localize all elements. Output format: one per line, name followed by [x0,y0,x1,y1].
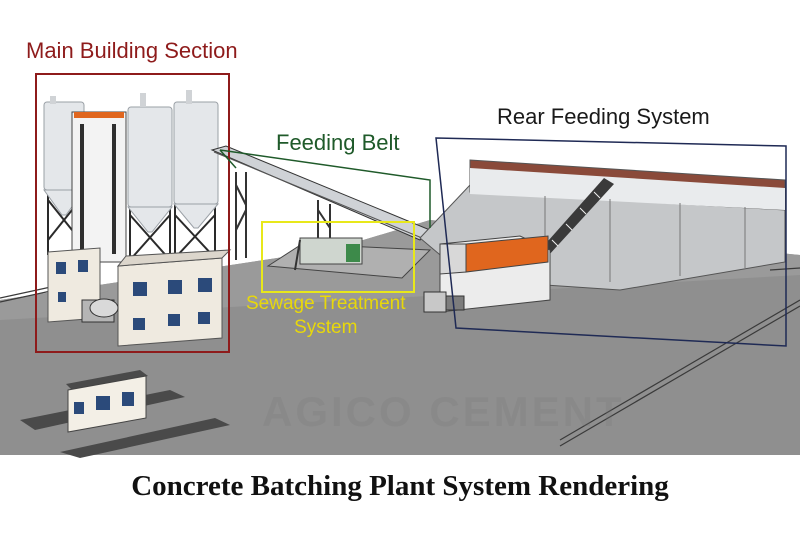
sewage-outline [261,221,415,293]
watermark: AGICO CEMENT [262,388,625,435]
sewage-treatment [266,237,432,279]
guard-house [66,370,148,433]
road-stripe [60,418,230,458]
feeding-belt-outline [219,149,431,228]
rear-feeding [419,159,786,313]
label-sewage-line2: System [294,317,358,338]
label-rear-feeding: Rear Feeding System [497,104,710,129]
label-sewage-line1: Sewage Treatment [246,293,406,314]
label-sewage-treatment: Sewage Treatment System [246,292,405,340]
rear-feeding-outline [435,137,787,347]
label-feeding-belt: Feeding Belt [276,130,400,155]
caption: Concrete Batching Plant System Rendering [131,470,669,502]
main-building-outline [35,73,230,353]
main-building [43,90,232,347]
label-main-building: Main Building Section [26,38,238,63]
